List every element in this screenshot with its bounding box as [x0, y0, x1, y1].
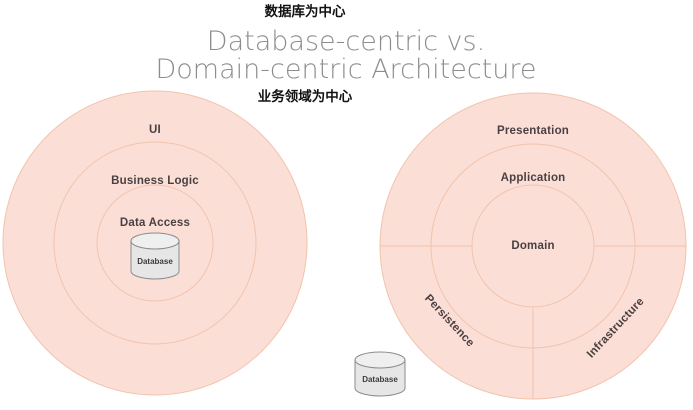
title-line-1: Database-centric vs.: [207, 26, 485, 57]
bottom-cylinder-body: [354, 359, 406, 397]
bottom-database-cylinder: Database: [354, 351, 406, 397]
bottom-cylinder-top: [354, 351, 406, 369]
left-database-cylinder: Database: [130, 232, 180, 280]
bottom-cylinder-label: Database: [362, 375, 398, 384]
note-bottom: 业务领域为中心: [258, 88, 353, 105]
left-diagram-group: UI Business Logic Data Access Database: [2, 90, 308, 396]
left-cylinder-body: [130, 240, 180, 280]
right-diagram-group: Presentation Application Domain Persiste…: [379, 92, 687, 400]
left-inner-ring-stroke: [96, 184, 214, 302]
right-layer-label-domain: Domain: [511, 240, 554, 252]
left-layer-label-data-access: Data Access: [120, 217, 190, 229]
left-middle-ring-stroke: [53, 141, 257, 345]
title-line-2: Domain-centric Architecture: [156, 54, 537, 85]
left-layer-label-business-logic: Business Logic: [111, 175, 199, 187]
right-outer-ring-fill: [380, 93, 686, 399]
left-outer-ring-stroke: [2, 90, 308, 396]
left-cylinder-top: [130, 232, 180, 250]
right-layer-label-presentation: Presentation: [497, 125, 569, 137]
left-cylinder-label: Database: [137, 257, 173, 266]
left-layer-label-ui: UI: [149, 124, 161, 136]
right-layer-label-application: Application: [501, 172, 566, 184]
note-top: 数据库为中心: [265, 3, 346, 20]
